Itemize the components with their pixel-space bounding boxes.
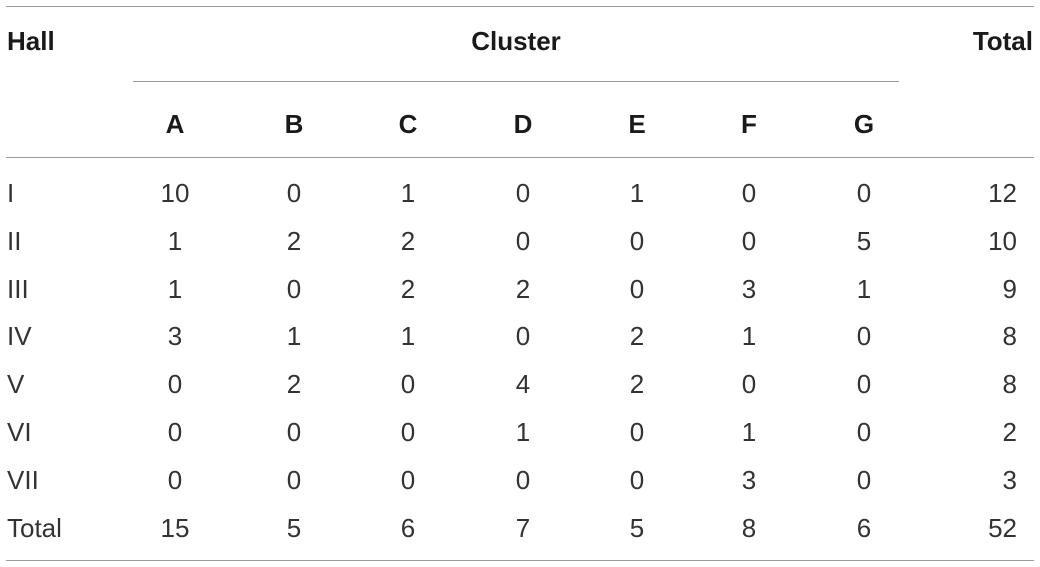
row-total: 9 <box>1002 274 1017 304</box>
table-cell: 0 <box>515 226 531 256</box>
table-cell: 6 <box>400 513 416 543</box>
table-cell: 1 <box>400 178 416 208</box>
table-cell: 1 <box>741 417 757 447</box>
table-cell: 1 <box>629 178 645 208</box>
column-header-g: G <box>853 109 875 139</box>
table-cell: 0 <box>515 321 531 351</box>
column-header-a: A <box>165 109 185 139</box>
table-cell: 1 <box>167 226 183 256</box>
table-cell: 1 <box>167 274 183 304</box>
table-cell: 2 <box>286 369 302 399</box>
table-cell: 5 <box>856 226 872 256</box>
row-total: 2 <box>1002 417 1017 447</box>
table-cell: 0 <box>286 178 302 208</box>
header-total: Total <box>972 26 1033 56</box>
table-cell: 0 <box>629 274 645 304</box>
table-cell: 0 <box>400 369 416 399</box>
table-cell: 1 <box>286 321 302 351</box>
header-cluster: Cluster <box>471 26 561 56</box>
table-cell: 0 <box>167 465 183 495</box>
table-cell: 0 <box>286 417 302 447</box>
table-cell: 0 <box>741 226 757 256</box>
row-total: 12 <box>988 178 1017 208</box>
table-cell: 1 <box>400 321 416 351</box>
row-total: 52 <box>988 513 1017 543</box>
column-header-b: B <box>284 109 304 139</box>
row-total: 10 <box>988 226 1017 256</box>
row-label: VI <box>7 417 32 447</box>
header-hall: Hall <box>7 26 55 56</box>
table-cell: 5 <box>629 513 645 543</box>
row-label: Total <box>7 513 62 543</box>
table-cell: 0 <box>286 274 302 304</box>
row-total: 3 <box>1002 465 1017 495</box>
table-cell: 0 <box>856 178 872 208</box>
table-cell: 0 <box>629 465 645 495</box>
table-cell: 3 <box>741 465 757 495</box>
row-label: IV <box>7 321 32 351</box>
table-cell: 3 <box>167 321 183 351</box>
table-cell: 0 <box>741 369 757 399</box>
table-cell: 0 <box>167 417 183 447</box>
row-label: III <box>7 274 29 304</box>
table-cell: 1 <box>856 274 872 304</box>
table-cell: 0 <box>515 178 531 208</box>
table-cell: 0 <box>400 417 416 447</box>
table-cell: 0 <box>286 465 302 495</box>
table-cell: 1 <box>515 417 531 447</box>
table-cell: 4 <box>515 369 531 399</box>
table-cell: 0 <box>629 226 645 256</box>
table-cell: 2 <box>400 226 416 256</box>
table-top-rule <box>6 6 1034 7</box>
table-cell: 6 <box>856 513 872 543</box>
table-cell: 1 <box>741 321 757 351</box>
table-cell: 2 <box>286 226 302 256</box>
column-header-f: F <box>741 109 757 139</box>
table-cell: 15 <box>160 513 190 543</box>
cluster-underline-rule <box>133 81 899 82</box>
row-label: I <box>7 178 15 208</box>
table-cell: 0 <box>400 465 416 495</box>
table-bottom-rule <box>6 560 1034 561</box>
table-cell: 3 <box>741 274 757 304</box>
table-cell: 8 <box>741 513 757 543</box>
table-cell: 2 <box>629 321 645 351</box>
table-cell: 0 <box>856 417 872 447</box>
table-cell: 0 <box>629 417 645 447</box>
table-cell: 2 <box>515 274 531 304</box>
header-bottom-rule <box>6 157 1034 158</box>
column-header-c: C <box>398 109 418 139</box>
table-cell: 0 <box>856 321 872 351</box>
column-header-e: E <box>628 109 646 139</box>
row-label: II <box>7 226 22 256</box>
row-label: VII <box>7 465 39 495</box>
table-cell: 0 <box>167 369 183 399</box>
table-cell: 2 <box>629 369 645 399</box>
table-cell: 0 <box>856 465 872 495</box>
table-cell: 2 <box>400 274 416 304</box>
table-cell: 5 <box>286 513 302 543</box>
table-cell: 7 <box>515 513 531 543</box>
table-cell: 10 <box>160 178 190 208</box>
table-cell: 0 <box>741 178 757 208</box>
table-cell: 0 <box>515 465 531 495</box>
table-cell: 0 <box>856 369 872 399</box>
row-label: V <box>7 369 25 399</box>
column-header-d: D <box>513 109 533 139</box>
row-total: 8 <box>1002 369 1017 399</box>
row-total: 8 <box>1002 321 1017 351</box>
